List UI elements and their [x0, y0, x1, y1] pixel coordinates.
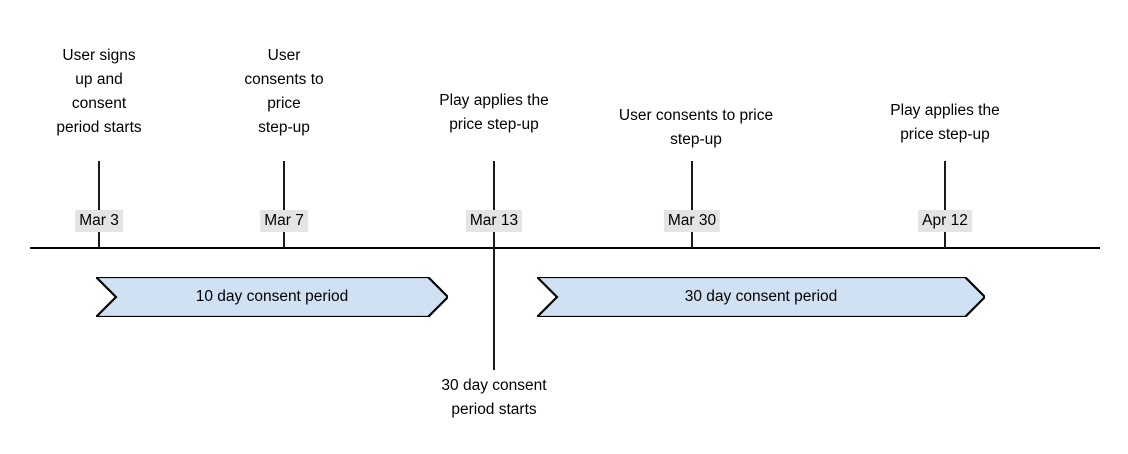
date-chip-stepup-applied-mar13: Mar 13 [465, 210, 523, 232]
period-banner-thirty-day: 30 day consent period [537, 277, 985, 317]
tick-line-consent-30day [691, 161, 693, 211]
date-chip-stepup-applied-apr12: Apr 12 [918, 210, 972, 232]
tick-line-stepup-applied-apr12 [944, 161, 946, 211]
event-label-consent-30day: User consents to price step-up [618, 107, 774, 148]
tick-line-consent-10day [283, 161, 285, 211]
period-banner-ten-day-shape [96, 277, 448, 317]
tick-line-below-axis-mar13 [493, 231, 495, 370]
tick-line-axis-consent-30day [691, 231, 693, 248]
date-chip-consent-30day: Mar 30 [663, 210, 721, 232]
tick-line-axis-stepup-applied-apr12 [944, 231, 946, 248]
tick-line-signup [98, 161, 100, 211]
period-banner-ten-day-label: 10 day consent period [195, 288, 349, 305]
below-axis-label: 30 day consent period starts [441, 377, 547, 418]
tick-line-axis-consent-10day [283, 231, 285, 248]
period-banner-ten-day: 10 day consent period [96, 277, 448, 317]
period-banner-thirty-day-shape [537, 277, 985, 317]
timeline-axis [30, 247, 1100, 249]
period-banner-thirty-day-label: 30 day consent period [684, 288, 838, 305]
date-chip-consent-10day: Mar 7 [260, 210, 308, 232]
event-label-stepup-applied-apr12: Play applies the price step-up [890, 102, 1000, 143]
event-label-consent-10day: User consents to price step-up [244, 47, 324, 136]
event-label-signup: User signs up and consent period starts [56, 47, 142, 136]
event-label-stepup-applied-mar13: Play applies the price step-up [439, 92, 549, 133]
tick-line-axis-signup [98, 231, 100, 248]
tick-line-stepup-applied-mar13 [493, 161, 495, 211]
date-chip-signup: Mar 3 [75, 210, 123, 232]
